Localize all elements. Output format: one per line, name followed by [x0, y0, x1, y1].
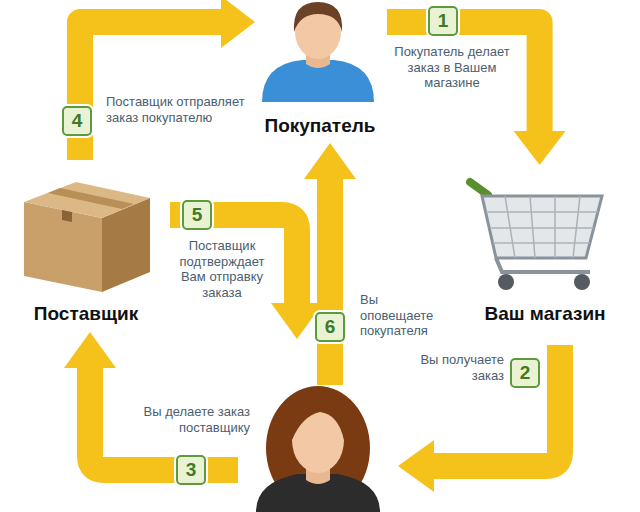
illustration-stroke: [573, 196, 580, 258]
step-description: Вы делаете заказ поставщику: [126, 404, 250, 435]
callout-number: 4: [62, 106, 92, 136]
actor-node: Ваш магазин: [455, 165, 635, 325]
illustration-stroke: [486, 211, 598, 213]
cart-handle: [470, 182, 488, 195]
buyer-icon: [262, 2, 374, 102]
step-description: Вы получаете заказ: [398, 352, 504, 383]
callout-number: 2: [510, 358, 540, 388]
step-description: Вы оповещаете покупателя: [360, 292, 453, 339]
step-description: Поставщик отправляет заказ покупателю: [106, 94, 246, 125]
illustration-stroke: [554, 196, 556, 258]
callout-number: 1: [428, 6, 458, 36]
callout-number: 3: [176, 455, 206, 485]
box-icon: [24, 182, 150, 292]
seller-icon: [256, 386, 380, 512]
flow-arrow-line: [80, 22, 223, 160]
callout-number: 6: [315, 312, 345, 342]
arrow-head: [514, 131, 566, 165]
illustration-stroke: [530, 196, 535, 258]
arrow-head: [304, 143, 356, 179]
arrow-head: [64, 332, 116, 368]
seller-fringe: [292, 398, 344, 440]
cart-basket: [482, 196, 602, 258]
callout-number: 5: [182, 200, 212, 230]
actor-node: Поставщик: [15, 160, 157, 325]
actor-node: Покупатель: [255, 0, 385, 137]
box-top: [24, 182, 150, 218]
step-description: Покупатель делает заказ в Вашем магазине: [392, 44, 512, 91]
cart-icon: [470, 182, 602, 290]
buyer-hair: [294, 2, 342, 32]
box-tape: [48, 188, 134, 209]
cart-wheel: [574, 274, 590, 290]
node-label: Покупатель: [264, 115, 375, 137]
node-label: Ваш магазин: [484, 303, 605, 325]
flow-arrow: [387, 22, 566, 165]
step-description: Поставщик подтверждает Вам отправку зака…: [170, 238, 274, 300]
cart-wheel: [498, 274, 514, 290]
box-tape: [62, 210, 72, 222]
cart-frame: [496, 258, 590, 272]
node-label: Поставщик: [34, 303, 138, 325]
flow-arrow-line: [387, 22, 540, 133]
arrow-head: [398, 440, 434, 492]
flow-arrow: [317, 178, 343, 385]
flow-arrow: [80, 0, 255, 160]
illustration-stroke: [505, 196, 515, 258]
arrow-head: [221, 0, 255, 48]
illustration-stroke: [490, 227, 594, 229]
cart-grid: [486, 196, 598, 258]
